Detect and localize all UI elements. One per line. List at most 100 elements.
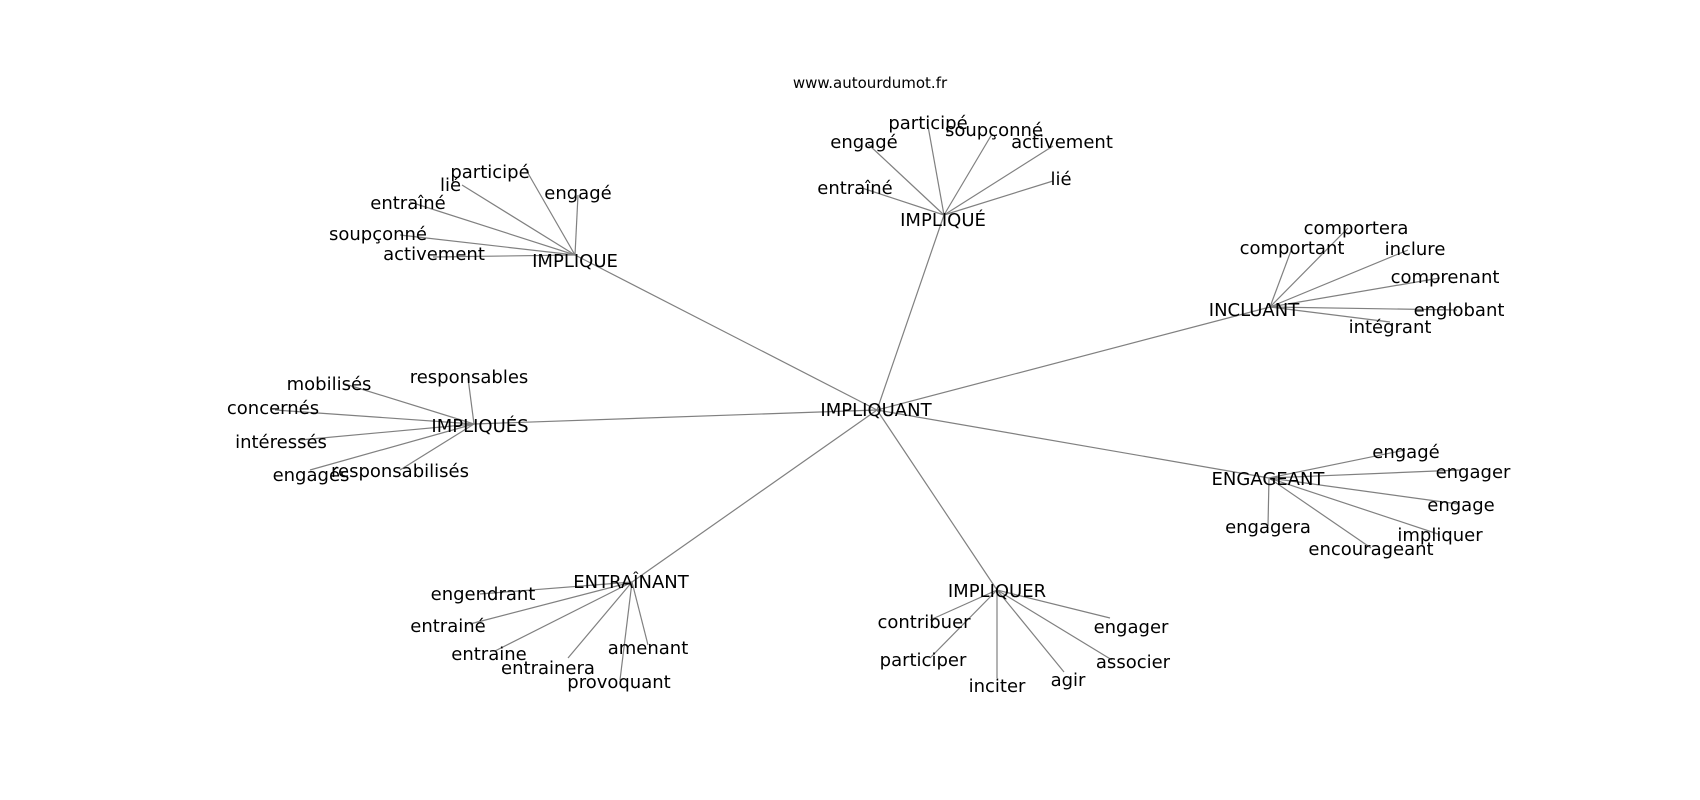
site-url-label: www.autourdumot.fr: [793, 74, 948, 92]
edge-impliqués-leaf: [467, 377, 475, 425]
leaf-word-label[interactable]: engagé: [830, 132, 897, 153]
edge-center-to-entraînant: [631, 409, 878, 583]
edge-center-to-incluant: [876, 306, 1271, 411]
leaf-word-label[interactable]: intégrant: [1349, 317, 1432, 338]
edge-engageant-leaf: [1267, 477, 1270, 527]
leaf-word-label[interactable]: participé: [450, 162, 529, 183]
edge-center-to-implique: [574, 254, 878, 411]
edge-impliqué-leaf: [943, 133, 993, 216]
edge-incluant-leaf: [1269, 249, 1409, 308]
leaf-word-label[interactable]: activement: [1011, 132, 1113, 153]
leaf-word-label[interactable]: comportera: [1304, 218, 1409, 239]
leaf-word-label[interactable]: entraîné: [817, 178, 892, 199]
leaf-word-label[interactable]: responsables: [410, 367, 529, 388]
edge-engageant-leaf: [1268, 477, 1439, 535]
edge-entraînant-leaf: [619, 581, 633, 681]
leaf-word-label[interactable]: mobilisés: [287, 374, 372, 395]
edge-engageant-leaf: [1268, 449, 1406, 479]
edge-impliquer-leaf: [929, 589, 998, 659]
labels-layer: www.autourdumot.fr IMPLIQUANT participél…: [227, 74, 1511, 697]
leaf-word-label[interactable]: inclure: [1385, 239, 1446, 260]
leaf-word-label[interactable]: engager: [1094, 617, 1169, 638]
leaf-word-label[interactable]: comprenant: [1391, 267, 1500, 288]
edge-entraînant-leaf: [494, 581, 633, 652]
edge-entraînant-leaf: [567, 581, 633, 659]
leaf-word-label[interactable]: engage: [1427, 495, 1494, 516]
edge-impliquer-leaf: [929, 589, 998, 621]
leaf-word-label[interactable]: engagera: [1225, 517, 1311, 538]
edges-layer: [274, 125, 1461, 681]
leaf-word-label[interactable]: entrainé: [410, 616, 485, 637]
edge-incluant-leaf: [1269, 247, 1293, 308]
leaf-word-label[interactable]: concernés: [227, 398, 319, 419]
leaf-word-label[interactable]: responsabilisés: [331, 461, 469, 482]
leaf-word-label[interactable]: engagés: [273, 465, 350, 486]
leaf-word-label[interactable]: amenant: [608, 638, 689, 659]
hub-word-label[interactable]: IMPLIQUER: [948, 581, 1046, 602]
leaf-word-label[interactable]: englobant: [1414, 300, 1505, 321]
leaf-word-label[interactable]: intéressés: [235, 432, 327, 453]
edge-impliqués-leaf: [344, 383, 475, 425]
leaf-word-label[interactable]: entraîné: [370, 193, 445, 214]
edge-implique-leaf: [399, 234, 576, 256]
edge-impliquer-leaf: [996, 589, 1111, 619]
leaf-word-label[interactable]: entrainera: [501, 658, 595, 679]
leaf-word-label[interactable]: participer: [880, 650, 967, 671]
edge-engageant-leaf: [1268, 477, 1372, 549]
edge-impliqué-leaf: [943, 145, 1054, 216]
edge-center-to-impliqués: [473, 409, 878, 425]
leaf-word-label[interactable]: contribuer: [877, 612, 971, 633]
edge-engageant-leaf: [1268, 469, 1461, 479]
leaf-word-label[interactable]: lié: [440, 175, 461, 196]
leaf-word-label[interactable]: inciter: [969, 676, 1026, 697]
hub-word-label[interactable]: IMPLIQUÉ: [900, 209, 986, 231]
edge-impliquer-leaf: [996, 589, 1113, 661]
edge-impliqué-leaf: [927, 125, 945, 216]
leaf-word-label[interactable]: engendrant: [431, 584, 536, 605]
leaf-word-label[interactable]: soupçonné: [329, 224, 427, 245]
edge-implique-leaf: [524, 167, 576, 256]
edge-implique-leaf: [574, 194, 579, 256]
center-word-label[interactable]: IMPLIQUANT: [820, 400, 932, 421]
edge-center-to-impliquer: [876, 409, 998, 591]
leaf-word-label[interactable]: engagé: [1372, 442, 1439, 463]
edge-incluant-leaf: [1269, 227, 1349, 308]
edge-incluant-leaf: [1269, 306, 1458, 311]
edge-entraînant-leaf: [469, 581, 633, 625]
edge-impliqué-leaf: [943, 180, 1054, 216]
leaf-word-label[interactable]: provoquant: [567, 672, 670, 693]
leaf-word-label[interactable]: engager: [1436, 462, 1511, 483]
edge-entraînant-leaf: [631, 581, 649, 646]
leaf-word-label[interactable]: activement: [383, 244, 485, 265]
leaf-word-label[interactable]: comportant: [1240, 238, 1345, 259]
hub-word-label[interactable]: INCLUANT: [1209, 300, 1300, 321]
leaf-word-label[interactable]: entraine: [451, 644, 526, 665]
edge-impliqué-leaf: [861, 187, 945, 216]
hub-word-label[interactable]: ENTRAÎNANT: [573, 571, 689, 593]
edge-implique-leaf: [461, 184, 576, 256]
leaf-word-label[interactable]: participé: [888, 113, 967, 134]
edge-impliqués-leaf: [274, 409, 475, 425]
edge-impliqués-leaf: [309, 423, 475, 471]
edge-entraînant-leaf: [479, 581, 633, 595]
hub-word-label[interactable]: IMPLIQUÉS: [431, 415, 528, 437]
leaf-word-label[interactable]: impliquer: [1397, 525, 1483, 546]
edge-impliqués-leaf: [399, 423, 475, 471]
edge-center-to-engageant: [876, 409, 1270, 479]
edge-impliquer-leaf: [996, 589, 1065, 673]
leaf-word-label[interactable]: engagé: [544, 183, 611, 204]
edge-engageant-leaf: [1268, 477, 1459, 505]
hub-word-label[interactable]: IMPLIQUE: [532, 251, 618, 272]
leaf-word-label[interactable]: agir: [1051, 670, 1086, 691]
leaf-word-label[interactable]: encourageant: [1308, 539, 1433, 560]
edge-impliqué-leaf: [867, 143, 945, 216]
leaf-word-label[interactable]: soupçonné: [945, 120, 1043, 141]
hub-word-label[interactable]: ENGAGEANT: [1212, 469, 1326, 490]
edge-incluant-leaf: [1269, 277, 1441, 308]
edge-implique-leaf: [432, 254, 576, 258]
edge-implique-leaf: [409, 201, 576, 256]
leaf-word-label[interactable]: lié: [1050, 169, 1071, 190]
leaf-word-label[interactable]: associer: [1096, 652, 1171, 673]
